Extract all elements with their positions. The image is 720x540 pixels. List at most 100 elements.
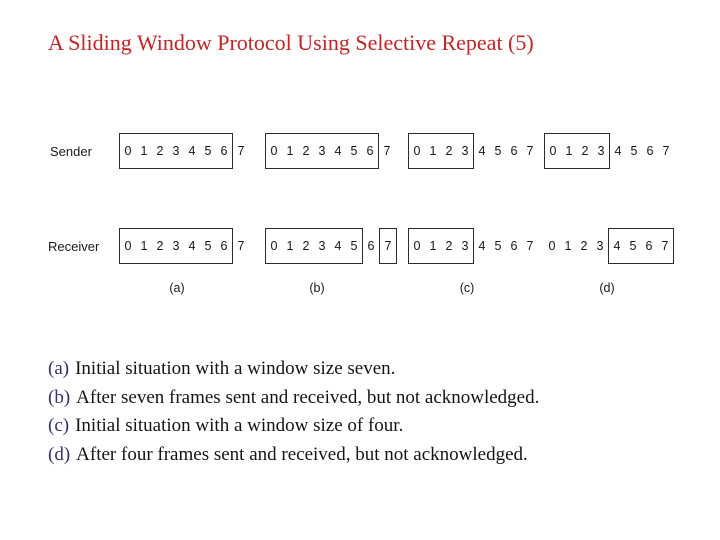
sequence-numbers: 7 — [233, 134, 249, 168]
seq-num: 1 — [565, 144, 573, 158]
seq-num: 4 — [613, 239, 621, 253]
seq-num: 1 — [429, 144, 437, 158]
sequence-numbers: 7 — [233, 229, 249, 263]
sequence-numbers: 6 — [363, 229, 379, 263]
sender-row-label: Sender — [50, 144, 92, 159]
group-label-b: (b) — [309, 281, 325, 295]
seq-num: 1 — [564, 239, 572, 253]
seq-num: 1 — [140, 144, 148, 158]
seq-num: 4 — [478, 239, 486, 253]
seq-num: 4 — [188, 144, 196, 158]
seq-num: 0 — [413, 239, 421, 253]
group-label-d: (d) — [599, 281, 615, 295]
seq-num: 3 — [172, 144, 180, 158]
caption-line-a: (a)Initial situation with a window size … — [48, 355, 688, 384]
seq-num: 0 — [270, 144, 278, 158]
seq-num: 0 — [548, 239, 556, 253]
seq-num: 1 — [286, 144, 294, 158]
seq-num: 7 — [237, 144, 245, 158]
seq-num: 2 — [580, 239, 588, 253]
group-label-c: (c) — [459, 281, 475, 295]
seq-num: 1 — [429, 239, 437, 253]
caption-line-c: (c)Initial situation with a window size … — [48, 412, 688, 441]
seq-num: 4 — [188, 239, 196, 253]
seq-num: 7 — [526, 239, 534, 253]
sequence-numbers: 7 — [379, 134, 395, 168]
seq-num: 6 — [220, 144, 228, 158]
seq-num: 3 — [318, 239, 326, 253]
seq-num: 6 — [510, 239, 518, 253]
seq-num: 0 — [124, 144, 132, 158]
caption-prefix: (c) — [48, 415, 70, 436]
seq-num: 6 — [367, 239, 375, 253]
group-label-a: (a) — [169, 281, 185, 295]
caption-text: After seven frames sent and received, bu… — [76, 386, 540, 408]
seq-num: 3 — [172, 239, 180, 253]
seq-num: 7 — [384, 239, 392, 253]
seq-num: 5 — [204, 144, 212, 158]
caption-prefix: (b) — [48, 386, 71, 408]
seq-num: 6 — [220, 239, 228, 253]
seq-num: 0 — [413, 144, 421, 158]
seq-num: 5 — [494, 144, 502, 158]
seq-num: 2 — [156, 239, 164, 253]
seq-num: 2 — [156, 144, 164, 158]
caption-prefix: (d) — [48, 443, 71, 465]
seq-num: 3 — [597, 144, 605, 158]
seq-num: 3 — [461, 144, 469, 158]
seq-num: 6 — [366, 144, 374, 158]
window-box: 7 — [379, 228, 397, 264]
seq-num: 4 — [334, 239, 342, 253]
caption-line-b: (b)After seven frames sent and received,… — [48, 384, 688, 413]
seq-num: 2 — [302, 144, 310, 158]
seq-num: 3 — [318, 144, 326, 158]
caption-text: After four frames sent and received, but… — [76, 443, 528, 465]
seq-num: 0 — [549, 144, 557, 158]
seq-num: 7 — [237, 239, 245, 253]
caption-text: Initial situation with a window size sev… — [75, 358, 396, 379]
seq-num: 2 — [302, 239, 310, 253]
seq-num: 5 — [629, 239, 637, 253]
seq-num: 7 — [383, 144, 391, 158]
seq-num: 2 — [581, 144, 589, 158]
seq-num: 6 — [645, 239, 653, 253]
seq-num: 0 — [124, 239, 132, 253]
seq-num: 5 — [350, 144, 358, 158]
seq-num: 5 — [494, 239, 502, 253]
seq-num: 2 — [445, 144, 453, 158]
receiver-row-label: Receiver — [48, 239, 100, 254]
seq-num: 0 — [270, 239, 278, 253]
seq-num: 3 — [461, 239, 469, 253]
seq-num: 7 — [526, 144, 534, 158]
caption-prefix: (a) — [48, 358, 70, 379]
seq-num: 1 — [286, 239, 294, 253]
seq-num: 5 — [204, 239, 212, 253]
seq-num: 3 — [596, 239, 604, 253]
slide-title: A Sliding Window Protocol Using Selectiv… — [48, 30, 534, 55]
seq-num: 5 — [630, 144, 638, 158]
seq-num: 4 — [478, 144, 486, 158]
caption-text: Initial situation with a window size of … — [75, 415, 404, 436]
seq-num: 4 — [614, 144, 622, 158]
seq-num: 1 — [140, 239, 148, 253]
seq-num: 7 — [661, 239, 669, 253]
